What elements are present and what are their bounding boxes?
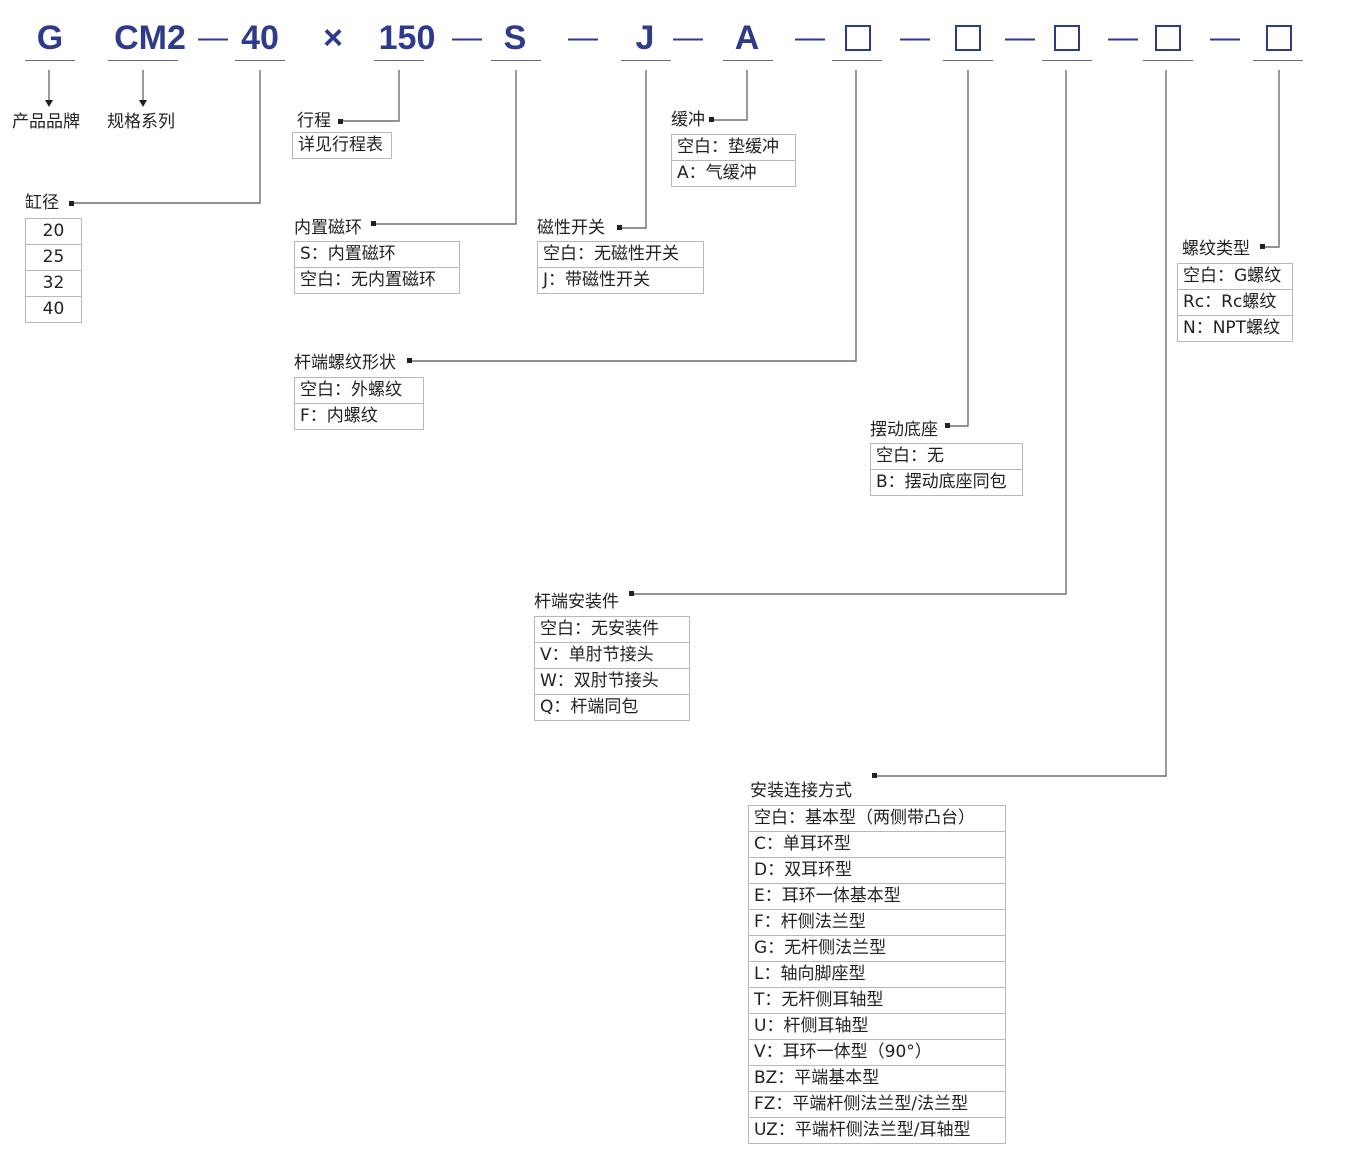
mounting-option: UZ：平端杆侧法兰型/耳轴型	[749, 1117, 1005, 1143]
underline	[832, 60, 882, 61]
separator-dash: —	[1108, 21, 1138, 54]
underline	[235, 60, 285, 61]
underline	[621, 60, 671, 61]
rod-fitting-option: Q：杆端同包	[535, 694, 689, 720]
underline	[108, 60, 178, 61]
cushion-option: A：气缓冲	[672, 160, 795, 186]
underline	[723, 60, 773, 61]
swing-base-option: 空白：无	[876, 446, 944, 466]
rod-fitting-option: V：单肘节接头	[535, 642, 689, 668]
times-sign: ×	[323, 19, 343, 57]
mounting-option: V：耳环一体型（90°）	[749, 1039, 1005, 1065]
mounting-option: BZ：平端基本型	[749, 1065, 1005, 1091]
brand-code: G	[36, 19, 64, 57]
mounting-option: G：无杆侧法兰型	[749, 935, 1005, 961]
cushion-option: 空白：垫缓冲	[677, 137, 779, 157]
bore-option: 20	[42, 221, 65, 241]
rod-thread-label: 杆端螺纹形状	[294, 353, 396, 373]
mounting-option: L：轴向脚座型	[749, 961, 1005, 987]
magnet-ring-label: 内置磁环	[294, 218, 362, 238]
mounting-box	[1155, 25, 1181, 51]
separator-dash: —	[568, 21, 598, 54]
swing-base-box	[955, 25, 981, 51]
rod-fitting-option: 空白：无安装件	[540, 619, 659, 639]
mounting-options: 空白：基本型（两侧带凸台） C：单耳环型 D：双耳环型 E：耳环一体基本型 F：…	[748, 805, 1006, 1144]
stroke-code: 150	[378, 19, 436, 57]
bore-options: 20 25 32 40	[25, 218, 82, 323]
mounting-option: F：杆侧法兰型	[749, 909, 1005, 935]
separator-dash: —	[452, 21, 482, 54]
separator-dash: —	[198, 21, 228, 54]
rod-fitting-option: W：双肘节接头	[535, 668, 689, 694]
thread-type-option: 空白：G螺纹	[1183, 266, 1282, 286]
mounting-option: C：单耳环型	[749, 831, 1005, 857]
underline	[25, 60, 75, 61]
separator-dash: —	[1210, 21, 1240, 54]
rod-thread-box	[845, 25, 871, 51]
bore-option: 25	[26, 244, 81, 270]
stroke-options: 详见行程表	[292, 132, 392, 159]
series-code: CM2	[114, 19, 186, 57]
mounting-option: T：无杆侧耳轴型	[749, 987, 1005, 1013]
mounting-option: E：耳环一体基本型	[749, 883, 1005, 909]
rod-thread-option: F：内螺纹	[295, 403, 423, 429]
rod-thread-option: 空白：外螺纹	[300, 380, 402, 400]
thread-type-label: 螺纹类型	[1182, 239, 1250, 259]
bore-option: 32	[26, 270, 81, 296]
magnet-ring-option: S：内置磁环	[300, 244, 396, 264]
underline	[1253, 60, 1303, 61]
mounting-option: 空白：基本型（两侧带凸台）	[754, 808, 975, 828]
underline	[491, 60, 541, 61]
magnet-ring-option: 空白：无内置磁环	[295, 267, 459, 293]
mounting-label: 安装连接方式	[750, 781, 852, 801]
separator-dash: —	[1005, 21, 1035, 54]
underline	[374, 60, 424, 61]
cushion-label: 缓冲	[671, 110, 705, 130]
magnet-ring-code: S	[503, 19, 527, 57]
magnetic-switch-label: 磁性开关	[537, 218, 605, 238]
mounting-option: FZ：平端杆侧法兰型/法兰型	[749, 1091, 1005, 1117]
bore-label: 缸径	[25, 193, 59, 213]
magnetic-switch-option: J：带磁性开关	[538, 267, 703, 293]
magnetic-switch-option: 空白：无磁性开关	[543, 244, 679, 264]
cushion-options: 空白：垫缓冲 A：气缓冲	[671, 134, 796, 187]
mounting-option: D：双耳环型	[749, 857, 1005, 883]
underline	[1042, 60, 1092, 61]
magnetic-switch-code: J	[635, 19, 655, 57]
mounting-option: U：杆侧耳轴型	[749, 1013, 1005, 1039]
underline	[943, 60, 993, 61]
brand-label: 产品品牌	[12, 112, 80, 132]
swing-base-option: B：摆动底座同包	[871, 469, 1022, 495]
rod-thread-options: 空白：外螺纹 F：内螺纹	[294, 377, 424, 430]
separator-dash: —	[673, 21, 703, 54]
thread-type-option: Rc：Rc螺纹	[1178, 289, 1292, 315]
bore-code: 40	[241, 19, 279, 57]
stroke-option: 详见行程表	[298, 135, 383, 155]
stroke-label: 行程	[297, 111, 331, 131]
magnet-ring-options: S：内置磁环 空白：无内置磁环	[294, 241, 460, 294]
magnetic-switch-options: 空白：无磁性开关 J：带磁性开关	[537, 241, 704, 294]
series-label: 规格系列	[107, 112, 175, 132]
swing-base-options: 空白：无 B：摆动底座同包	[870, 443, 1023, 496]
thread-type-box	[1266, 25, 1292, 51]
thread-type-options: 空白：G螺纹 Rc：Rc螺纹 N：NPT螺纹	[1177, 263, 1293, 342]
rod-fitting-options: 空白：无安装件 V：单肘节接头 W：双肘节接头 Q：杆端同包	[534, 616, 690, 721]
cushion-code: A	[734, 19, 760, 57]
underline	[1143, 60, 1193, 61]
separator-dash: —	[900, 21, 930, 54]
rod-fitting-box	[1054, 25, 1080, 51]
swing-base-label: 摆动底座	[870, 420, 938, 440]
rod-fitting-label: 杆端安装件	[534, 592, 619, 612]
separator-dash: —	[795, 21, 825, 54]
thread-type-option: N：NPT螺纹	[1178, 315, 1292, 341]
bore-option: 40	[26, 296, 81, 322]
